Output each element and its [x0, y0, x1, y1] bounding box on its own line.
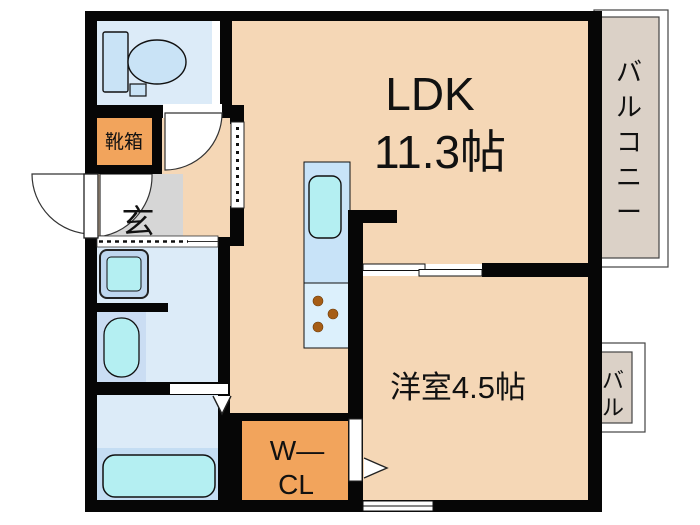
toilet-bowl — [127, 39, 187, 85]
wall-wcl-left — [230, 413, 242, 512]
sliding-door-panel — [418, 269, 483, 277]
wcl-label-line2: CL — [278, 469, 314, 500]
ldk-label: LDK — [385, 68, 475, 120]
washing-machine — [103, 317, 140, 378]
washbasin — [106, 256, 142, 292]
wcl-door-arrow — [363, 457, 389, 479]
toilet-flush-unit — [129, 83, 147, 97]
wcl-door-opening — [348, 418, 363, 482]
wall-left-upper — [85, 11, 97, 174]
toilet-tank — [102, 31, 129, 93]
entrance-door-leaf — [83, 173, 99, 239]
wall-right — [588, 11, 602, 512]
stove-burner — [312, 295, 324, 307]
wall-hall-stub-top — [230, 105, 244, 124]
kitchen-sink — [308, 175, 342, 239]
ldk-size-label: 11.3帖 — [374, 126, 506, 178]
hallway-ldk-door — [230, 121, 245, 209]
toilet-door-swing-arc — [164, 112, 223, 171]
wall-ldk-western — [482, 263, 602, 277]
sliding-door-panel — [362, 263, 426, 271]
wall-washroom-right — [218, 237, 230, 512]
balcony-label-char: ル — [616, 92, 642, 122]
wall-kitchen-stub — [348, 210, 397, 223]
wall-hall-stub-bottom — [230, 206, 244, 246]
entrance-door-swing-arc — [31, 173, 93, 235]
balcony-label-char: ー — [616, 197, 642, 227]
bathtub — [102, 454, 216, 498]
stove-burner — [312, 321, 324, 333]
balcony-main-floor — [599, 16, 660, 259]
wall-shoebox-right — [152, 115, 162, 167]
wall-toilet-right — [220, 21, 232, 105]
balcony-small-char: バ — [602, 368, 624, 393]
room-walk-in-closet — [242, 421, 348, 502]
stove-burner — [327, 308, 339, 320]
bath-door-opening — [170, 384, 228, 394]
balcony-label-char: バ — [616, 57, 642, 87]
wall-wcl-top — [230, 413, 350, 421]
room-shoe-box — [97, 115, 152, 167]
toilet-door-panel — [212, 21, 220, 105]
genkan-label: 玄 — [122, 203, 155, 240]
western-room-label: 洋室4.5帖 — [390, 370, 526, 405]
balcony-label-char: コ — [616, 127, 642, 157]
balcony-label-char: ニ — [616, 162, 642, 192]
wall-washroom-stub — [85, 303, 168, 312]
wall-top — [85, 11, 602, 21]
balcony-small-char: ル — [602, 395, 624, 420]
kitchen-counter-stove-section — [303, 282, 351, 349]
shoe-box-label: 靴箱 — [105, 131, 143, 153]
walls — [85, 11, 602, 512]
wall-left-lower — [85, 236, 97, 512]
wcl-label-line1: W— — [270, 435, 324, 466]
wall-shoebox-bottom — [85, 165, 162, 174]
wall-bottom — [85, 500, 602, 512]
bath-door-arrow — [212, 395, 232, 416]
